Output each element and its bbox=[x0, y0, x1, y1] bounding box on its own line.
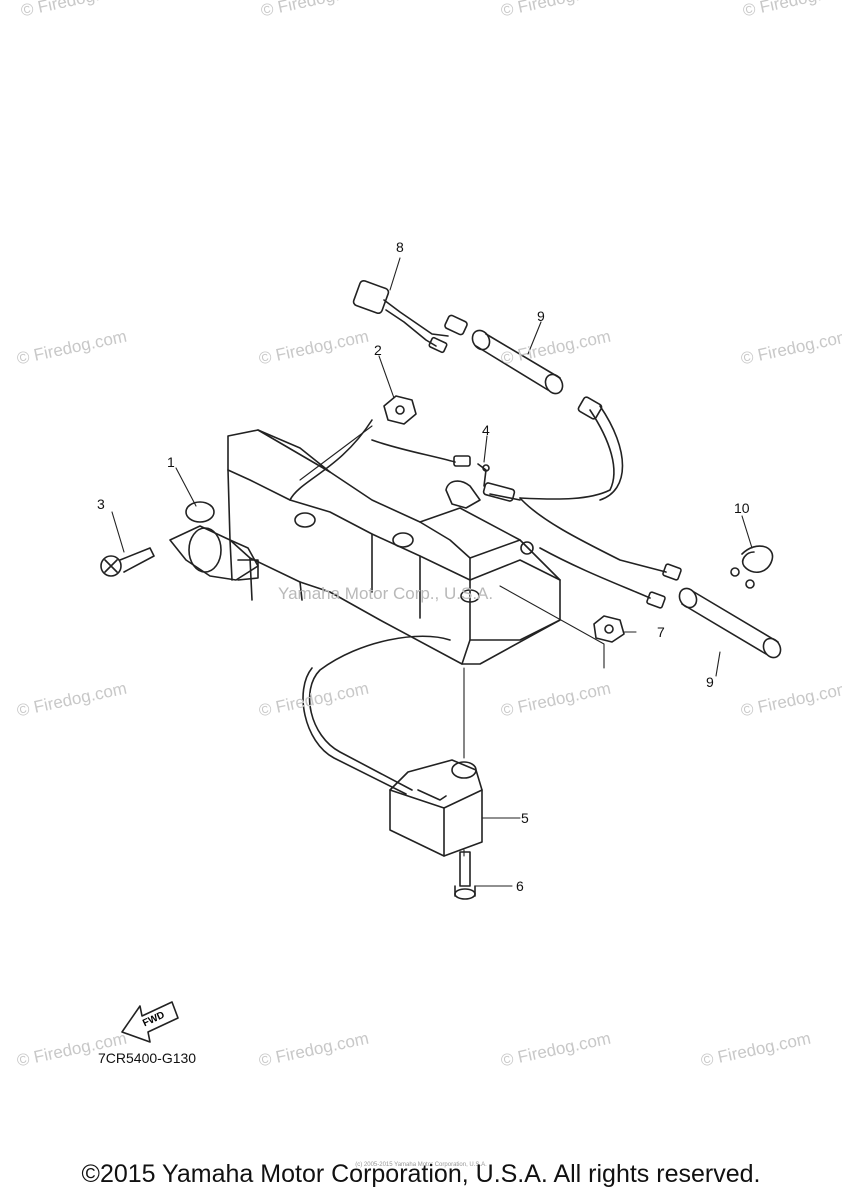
part-7-nut bbox=[593, 615, 625, 643]
callout-6: 6 bbox=[516, 878, 524, 894]
fwd-label: FWD bbox=[141, 1010, 166, 1030]
callout-9-lower: 9 bbox=[706, 674, 714, 690]
part-1-switch bbox=[169, 501, 259, 581]
fwd-arrow-icon bbox=[121, 1001, 179, 1043]
callout-3: 3 bbox=[97, 496, 105, 512]
part-9-lower-sleeve bbox=[678, 587, 782, 659]
callout-9-upper: 9 bbox=[537, 308, 545, 324]
wires bbox=[289, 396, 682, 609]
part-3-screw bbox=[100, 547, 155, 577]
part-10-clip bbox=[730, 545, 774, 589]
copyright-footer: ©2015 Yamaha Motor Corporation, U.S.A. A… bbox=[81, 1160, 761, 1188]
part-2-nut bbox=[383, 395, 417, 425]
center-watermark: Yamaha Motor Corp., U.S.A. bbox=[278, 584, 494, 603]
callout-5: 5 bbox=[521, 810, 529, 826]
part-9-upper-sleeve bbox=[471, 329, 564, 395]
part-4-clamp bbox=[445, 463, 490, 509]
mount-bracket bbox=[227, 429, 561, 665]
part-5-module bbox=[302, 635, 483, 857]
diagram-code: 7CR5400-G130 bbox=[98, 1050, 197, 1066]
tiny-copyright: (c) 2005-2015 Yamaha Motor Corporation, … bbox=[355, 1162, 487, 1168]
part-6-bolt bbox=[454, 851, 476, 900]
callout-8: 8 bbox=[396, 239, 404, 255]
callout-10: 10 bbox=[734, 500, 750, 516]
leader-lines bbox=[111, 257, 753, 887]
part-8-harness bbox=[352, 279, 468, 354]
callout-4: 4 bbox=[482, 422, 490, 438]
callout-1: 1 bbox=[167, 454, 175, 470]
callout-7: 7 bbox=[657, 624, 665, 640]
callout-2: 2 bbox=[374, 342, 382, 358]
